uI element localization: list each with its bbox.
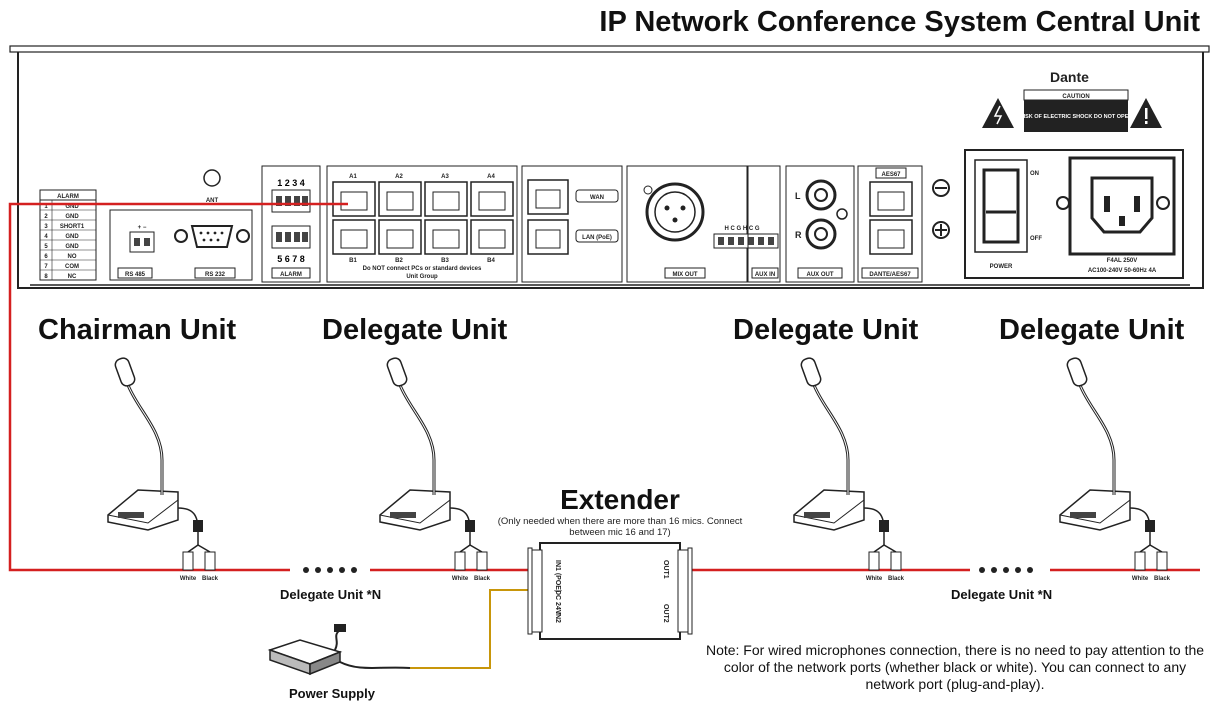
alarm-pin-number: 8 bbox=[44, 274, 48, 280]
extender-port-in1: IN1 (POE) bbox=[554, 560, 561, 592]
alarm-terminal-block: 1 2 3 4 5 6 7 8 ALARM bbox=[261, 165, 321, 283]
antenna-icon bbox=[203, 169, 221, 187]
delegate-unit-title: Delegate Unit bbox=[999, 314, 1185, 346]
extender-port-out2: OUT2 bbox=[662, 604, 669, 623]
delegate-chain-label: Delegate Unit *N bbox=[951, 587, 1053, 602]
aux-out-block: L R AUX OUT bbox=[785, 165, 855, 283]
alarm-pin-name: NC bbox=[68, 274, 77, 280]
port-label: A1 bbox=[349, 174, 357, 180]
alarm-pin-name: GND bbox=[65, 214, 79, 220]
power-supply-icon bbox=[267, 624, 411, 676]
white-port-label: White bbox=[1132, 576, 1149, 582]
extender-title: Extender bbox=[560, 484, 680, 515]
delegate-chain-label: Delegate Unit *N bbox=[280, 587, 382, 602]
shock-warning-icon bbox=[982, 98, 1014, 128]
rs232-connector bbox=[174, 225, 250, 248]
extender-port-out1: OUT1 bbox=[662, 560, 669, 579]
extender-port-dc: DC 24V bbox=[554, 590, 561, 615]
alarm-pin-name: NO bbox=[68, 254, 77, 260]
diagram-title: IP Network Conference System Central Uni… bbox=[599, 6, 1200, 38]
network-cable bbox=[8, 202, 348, 572]
lan-label: LAN (PoE) bbox=[582, 235, 612, 241]
microphone-unit-icon: White Black bbox=[107, 357, 219, 582]
alarm-pin-number: 1 bbox=[44, 204, 48, 210]
svg-text:AES67: AES67 bbox=[881, 172, 901, 178]
black-port-label: Black bbox=[474, 576, 491, 582]
wan-label: WAN bbox=[590, 195, 604, 201]
extender-box: IN1 (POE) DC 24V IN2 OUT1 OUT2 bbox=[527, 542, 693, 640]
unit-group-warning: Do NOT connect PCs or standard devices bbox=[363, 266, 482, 272]
svg-text:ON: ON bbox=[1030, 171, 1039, 177]
svg-text:L: L bbox=[795, 191, 801, 201]
dante-label: DANTE/AES67 bbox=[869, 272, 911, 278]
svg-text:1 2 3 4: 1 2 3 4 bbox=[277, 178, 305, 188]
alarm-pin-number: 2 bbox=[44, 214, 48, 220]
extender-port-in2: IN2 bbox=[554, 612, 561, 623]
port-label: B1 bbox=[349, 258, 357, 264]
alarm-pin-name: GND bbox=[65, 234, 79, 240]
alarm-pin-name: SHORT1 bbox=[60, 224, 85, 230]
ant-label: ANT bbox=[206, 198, 219, 204]
aux-out-label: AUX OUT bbox=[807, 272, 834, 278]
port-label: B3 bbox=[441, 258, 449, 264]
rs485-pin-label: + − bbox=[138, 225, 147, 231]
alarm-pin-name: COM bbox=[65, 264, 79, 270]
continuation-dots bbox=[303, 567, 1033, 573]
alarm-pin-number: 3 bbox=[44, 224, 48, 230]
alarm-pin-name: GND bbox=[65, 244, 79, 250]
wiring-note: Note: For wired microphones connection, … bbox=[705, 642, 1205, 692]
white-port-label: White bbox=[866, 576, 883, 582]
rs232-label: RS 232 bbox=[205, 272, 226, 278]
svg-text:CAUTION: CAUTION bbox=[1062, 94, 1089, 100]
dante-block: AES67 DANTE/AES67 bbox=[857, 165, 923, 283]
black-port-label: Black bbox=[1154, 576, 1171, 582]
svg-text:5 6 7 8: 5 6 7 8 bbox=[277, 254, 305, 264]
svg-text:RISK OF ELECTRIC SHOCK DO NOT: RISK OF ELECTRIC SHOCK DO NOT OPEN bbox=[1020, 114, 1133, 120]
port-label: A2 bbox=[395, 174, 403, 180]
alarm-pin-name: GND bbox=[65, 204, 79, 210]
microphone-unit-icon: White Black bbox=[793, 357, 905, 582]
white-port-label: White bbox=[452, 576, 469, 582]
alarm-table-header: ALARM bbox=[57, 194, 79, 200]
alarm-pin-number: 6 bbox=[44, 254, 48, 260]
power-supply-label: Power Supply bbox=[289, 686, 375, 701]
caution-label: CAUTION RISK OF ELECTRIC SHOCK DO NOT OP… bbox=[982, 89, 1162, 132]
rs485-connector bbox=[129, 231, 155, 253]
extender-subtitle: (Only needed when there are more than 16… bbox=[497, 516, 743, 538]
alarm-pin-number: 4 bbox=[44, 234, 48, 240]
svg-text:ALARM: ALARM bbox=[280, 272, 302, 278]
svg-text:R: R bbox=[795, 230, 802, 240]
mix-out-label: MIX OUT bbox=[673, 272, 698, 278]
white-port-label: White bbox=[180, 576, 197, 582]
mix-out-block: MIX OUT H C G H C G bbox=[626, 165, 779, 283]
power-rating: AC100-240V 50-60Hz 4A bbox=[1088, 268, 1157, 274]
power-block: ON OFF POWER F4AL 250V AC100-240V 50-60H… bbox=[964, 149, 1184, 279]
aux-in-label: AUX IN bbox=[755, 272, 775, 278]
svg-text:OFF: OFF bbox=[1030, 236, 1042, 242]
svg-text:F4AL 250V: F4AL 250V bbox=[1107, 258, 1138, 264]
port-label: A4 bbox=[487, 174, 495, 180]
power-label: POWER bbox=[990, 264, 1013, 270]
black-port-label: Black bbox=[202, 576, 219, 582]
svg-text:H C G H C G: H C G H C G bbox=[724, 226, 759, 232]
black-port-label: Black bbox=[888, 576, 905, 582]
alarm-pin-number: 5 bbox=[44, 244, 48, 250]
dante-logo: Dante bbox=[1050, 69, 1089, 85]
unit-group-label: Unit Group bbox=[406, 274, 438, 280]
chairman-unit-title: Chairman Unit bbox=[38, 314, 237, 346]
port-label: B2 bbox=[395, 258, 403, 264]
alarm-pin-number: 7 bbox=[44, 264, 48, 270]
port-label: A3 bbox=[441, 174, 449, 180]
port-label: B4 bbox=[487, 258, 495, 264]
microphone-unit-icon: White Black bbox=[1059, 357, 1171, 582]
rs485-label: RS 485 bbox=[125, 272, 146, 278]
power-cable bbox=[410, 589, 548, 669]
wan-lan-block: WAN LAN (PoE) bbox=[521, 165, 623, 283]
delegate-unit-title: Delegate Unit bbox=[733, 314, 919, 346]
microphone-unit-icon: White Black bbox=[379, 357, 491, 582]
delegate-unit-title: Delegate Unit bbox=[322, 314, 508, 346]
